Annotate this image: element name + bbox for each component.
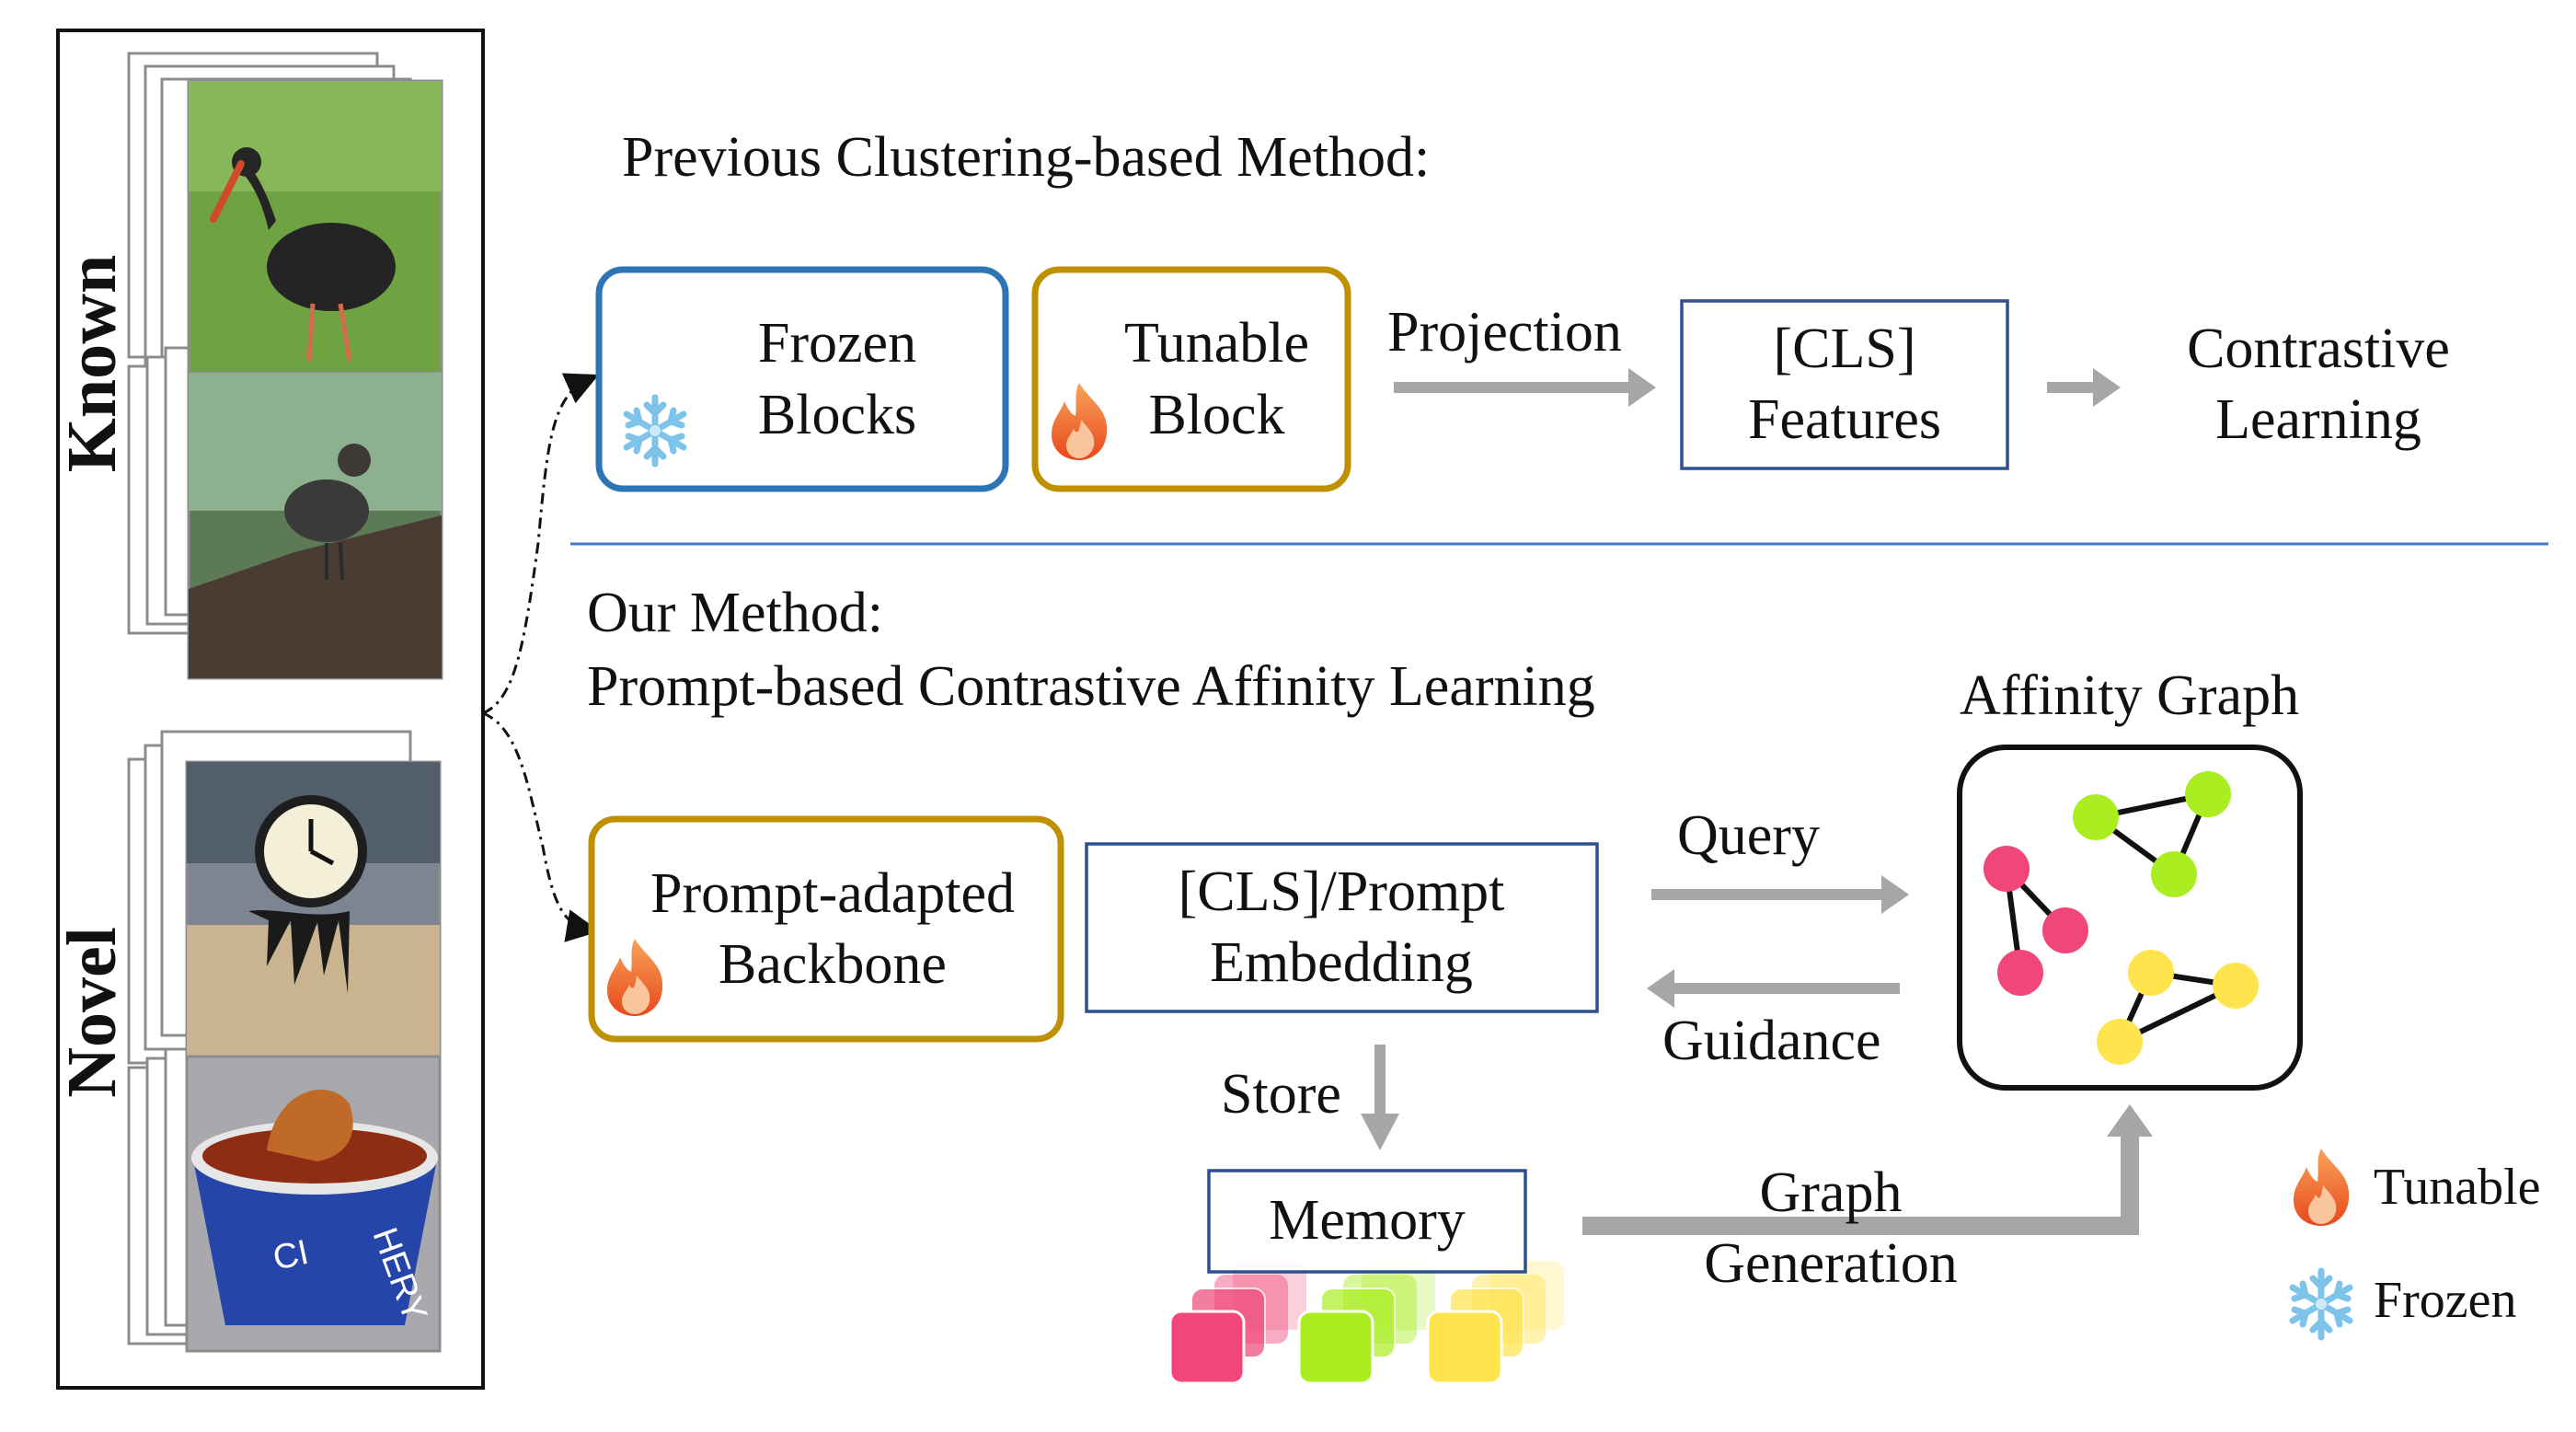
contrastive-learning-label: Contrastive Learning xyxy=(2144,306,2493,464)
backbone-box xyxy=(588,815,1064,1043)
our-method-heading: Our Method: xyxy=(587,582,884,644)
cls-features-label: [CLS] Features xyxy=(1688,306,2001,464)
memory-text: Memory xyxy=(1269,1189,1466,1253)
snowflake-icon xyxy=(2293,1271,2350,1337)
tunable-block-box xyxy=(1031,266,1351,492)
frozen-blocks-line1: Frozen xyxy=(757,312,917,375)
projection-label: Projection xyxy=(1387,301,1622,364)
top-method-heading: Previous Clustering-based Method: xyxy=(622,126,1431,189)
contrastive-line2: Learning xyxy=(2215,388,2421,451)
affinity-graph-title: Affinity Graph xyxy=(1960,664,2300,727)
backbone-line1: Prompt-adapted xyxy=(650,861,1015,925)
memory-stack xyxy=(1168,1261,1564,1385)
backbone-label: Prompt-adapted Backbone xyxy=(612,847,1053,1012)
novel-image-stack: CI HERY xyxy=(127,730,442,1353)
image-panel xyxy=(56,29,485,1390)
memory-label: Memory xyxy=(1213,1174,1522,1268)
cls-features-box xyxy=(1680,299,2009,470)
memory-box xyxy=(1207,1169,1527,1274)
novel-label: Novel xyxy=(53,927,131,1098)
embedding-box xyxy=(1085,842,1599,1013)
known-image-stack xyxy=(127,52,443,680)
frozen-blocks-label: Frozen Blocks xyxy=(699,294,975,465)
frozen-blocks-line2: Blocks xyxy=(757,383,917,446)
our-method-subheading: Prompt-based Contrastive Affinity Learni… xyxy=(587,655,1595,718)
cls-features-line1: [CLS] xyxy=(1773,317,1916,380)
graph-generation-line1: Graph xyxy=(1759,1161,1903,1224)
guidance-label: Guidance xyxy=(1662,1010,1881,1072)
query-label: Query xyxy=(1677,804,1820,867)
legend-tunable-label: Tunable xyxy=(2374,1159,2541,1216)
legend-frozen-label: Frozen xyxy=(2374,1272,2517,1329)
affinity-graph-nodes xyxy=(1984,771,2259,1065)
graph-generation-line2: Generation xyxy=(1704,1232,1958,1295)
backbone-line2: Backbone xyxy=(719,933,947,996)
known-label: Known xyxy=(53,254,131,473)
dotted-arrow-bottom xyxy=(482,711,600,942)
tunable-block-line1: Tunable xyxy=(1124,312,1309,375)
affinity-graph-box xyxy=(1957,745,2303,1091)
cls-features-line2: Features xyxy=(1747,388,1942,451)
store-label: Store xyxy=(1221,1063,1341,1126)
tunable-block-line2: Block xyxy=(1148,383,1285,446)
dotted-arrow-top xyxy=(482,373,599,715)
embedding-line2: Embedding xyxy=(1210,931,1473,994)
contrastive-line1: Contrastive xyxy=(2187,317,2450,380)
svg-text:CI: CI xyxy=(270,1233,312,1278)
graph-generation-label: Graph Generation xyxy=(1656,1155,2006,1302)
tunable-block-label: Tunable Block xyxy=(1099,294,1334,465)
embedding-line1: [CLS]/Prompt xyxy=(1178,860,1505,923)
flame-icon xyxy=(2294,1149,2350,1226)
embedding-label: [CLS]/Prompt Embedding xyxy=(1093,849,1590,1007)
